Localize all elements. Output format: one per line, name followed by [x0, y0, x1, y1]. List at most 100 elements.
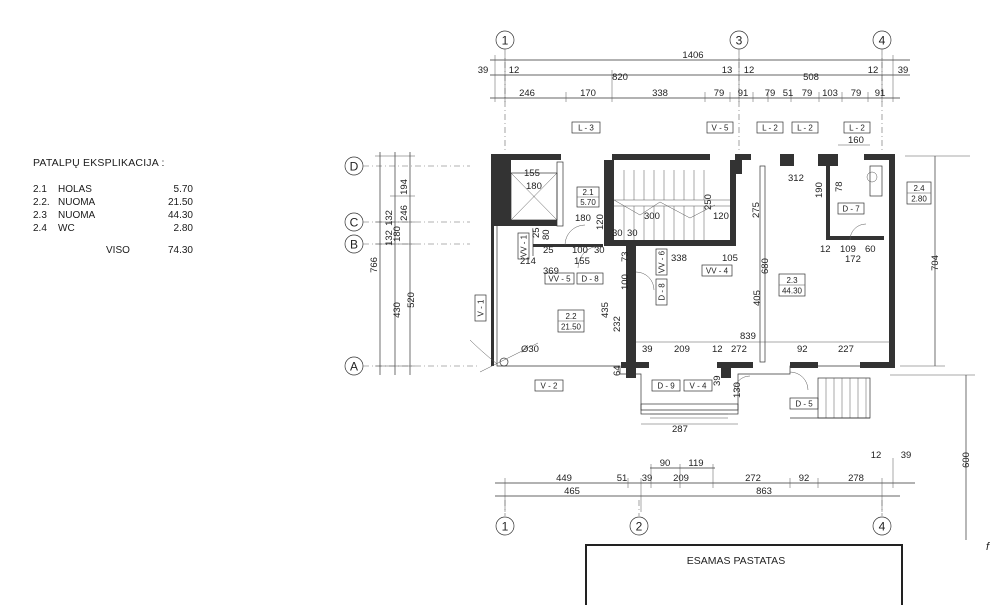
dimension-label: 30	[612, 228, 623, 239]
column-pipe: Ø30	[479, 342, 539, 373]
room-label-2-2: 2.2 21.50	[557, 309, 585, 333]
element-tag: D - 5	[795, 400, 813, 409]
door-swings	[469, 223, 867, 393]
element-tag: VV - 5	[548, 275, 571, 284]
dimension-label: 272	[731, 344, 747, 355]
dimension-label: 130	[732, 382, 743, 398]
dimension-label: 250	[703, 194, 714, 210]
building-walls	[491, 154, 895, 411]
room-number: 2.3	[33, 210, 47, 221]
grid-axis-label: C	[350, 216, 359, 230]
room-area: 21.50	[561, 323, 582, 332]
dimension-label: 12	[871, 450, 882, 461]
dimension-label: 278	[848, 473, 864, 484]
dimension-label: 90	[660, 458, 671, 469]
dimension-label: 863	[756, 486, 772, 497]
dimension-label: 109	[840, 244, 856, 255]
dimension-label: 79	[802, 88, 813, 99]
dimension-label: 338	[652, 88, 668, 99]
grid-axis-label: 3	[736, 34, 743, 48]
schedule-row: 2.2. NUOMA 21.50	[33, 197, 193, 209]
element-tag: V - 2	[541, 382, 558, 391]
dimension-label: 369	[543, 266, 559, 277]
dimension-label: 170	[580, 88, 596, 99]
grid-axis-label: 2	[636, 520, 643, 534]
dimension-label: 132	[384, 230, 395, 246]
room-id: 2.4	[913, 184, 925, 193]
room-number: 2.4	[33, 223, 47, 234]
dimension-label: 232	[612, 316, 623, 332]
element-tag: L - 2	[762, 124, 778, 133]
dimension-label: 272	[745, 473, 761, 484]
element-tag: D - 7	[842, 205, 860, 214]
dimension-label: 680	[760, 258, 771, 274]
dimension-label: 73	[620, 251, 631, 262]
room-area: 2.80	[173, 223, 193, 234]
room-name: NUOMA	[58, 210, 96, 221]
schedule-row: 2.1 HOLAS 5.70	[33, 184, 193, 196]
dimension-label: 13	[722, 65, 733, 76]
dimension-label: 12	[509, 65, 520, 76]
dimension-label: 1406	[682, 50, 703, 61]
schedule-row: 2.3 NUOMA 44.30	[33, 210, 193, 222]
grid-axis-label: 1	[502, 34, 509, 48]
dimension-label: 246	[519, 88, 535, 99]
dimension-label: 704	[930, 255, 941, 271]
window-tags-top: L - 3 V - 5 L - 2 L - 2 L - 2	[571, 121, 871, 134]
grid-axis-left-A: A	[344, 356, 480, 376]
dimension-label: 12	[820, 244, 831, 255]
dimension-label: 39	[642, 473, 653, 484]
room-label-2-4: 2.4 2.80	[906, 181, 932, 205]
dimension-label: 12	[744, 65, 755, 76]
dimension-label: 120	[713, 211, 729, 222]
dimension-label: 287	[672, 424, 688, 435]
dimension-label: 100	[572, 245, 588, 256]
element-tag: L - 3	[578, 124, 594, 133]
dimension-label: 39	[478, 65, 489, 76]
dimension-label: 405	[752, 290, 763, 306]
grid-axis-bottom-2: 2	[629, 500, 649, 536]
dimension-label: 119	[688, 458, 703, 469]
dimension-label: 180	[526, 181, 542, 192]
room-name: WC	[58, 223, 75, 234]
dimension-label: 103	[822, 88, 838, 99]
element-tag: V - 1	[477, 299, 486, 316]
room-area: 5.70	[580, 198, 596, 207]
dimension-label: 227	[838, 344, 854, 355]
dimension-label: 839	[740, 331, 756, 342]
room-area: 2.80	[911, 195, 927, 204]
room-area: 44.30	[782, 287, 803, 296]
dimension-label: 160	[848, 135, 864, 146]
dimension-label: 80	[541, 229, 552, 240]
dimension-label: 600	[961, 452, 972, 468]
dimension-label: 190	[814, 182, 825, 198]
room-area: 21.50	[167, 197, 193, 208]
dimension-label: 91	[738, 88, 749, 99]
grid-axis-label: A	[350, 360, 358, 374]
element-tags: D - 7 VV - 1 VV - 6 VV - 4 VV - 5 D - 8 …	[474, 202, 865, 410]
grid-axis-label: 4	[879, 520, 886, 534]
grid-axis-label: D	[350, 160, 359, 174]
element-tag: L - 2	[849, 124, 865, 133]
dimension-label: 12	[712, 344, 723, 355]
dimension-label: 120	[595, 214, 606, 230]
dimension-label: 180	[392, 226, 403, 242]
dimension-chain-bottom: 90 119 449 51 39 209 272 92 278 465 863 …	[495, 450, 915, 512]
dimension-label: Ø30	[521, 344, 539, 355]
staircase	[613, 170, 871, 419]
room-id: 2.2	[565, 312, 577, 321]
dimension-label: 30	[627, 228, 638, 239]
grid-axis-label: 4	[879, 34, 886, 48]
dimension-label: 30	[594, 245, 605, 256]
dimension-label: 449	[556, 473, 572, 484]
element-tag: L - 2	[797, 124, 813, 133]
dimension-label: 39	[712, 375, 723, 386]
element-tag: VV - 4	[706, 267, 729, 276]
element-tag: V - 5	[712, 124, 729, 133]
dimension-label: 180	[575, 213, 591, 224]
element-tag: V - 4	[690, 382, 707, 391]
dimension-label: 78	[834, 181, 845, 192]
element-tag: D - 8	[581, 275, 599, 284]
element-tag: D - 9	[657, 382, 675, 391]
